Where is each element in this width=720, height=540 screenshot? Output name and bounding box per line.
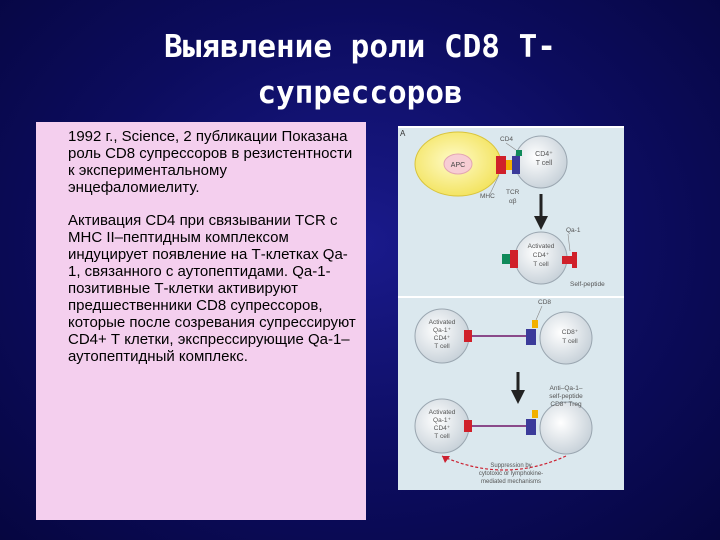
treg-label-2: self-peptide	[549, 393, 583, 400]
paragraph-publication: 1992 г., Science, 2 публикации Показана …	[68, 128, 353, 196]
suppression-label-2: cytotoxic or lymphokine-	[479, 471, 543, 477]
suppression-arrowhead	[442, 456, 450, 463]
tcr-label-1: TCR	[506, 189, 520, 196]
qa1-receptor	[502, 250, 577, 268]
cd8-t-cell	[539, 311, 593, 365]
cd4-label-top: CD4	[500, 136, 513, 143]
activated-cd4-label-3: T cell	[533, 261, 549, 268]
activated-cd4-label-2: CD4⁺	[533, 252, 550, 259]
cd4-t-cell-label-1: CD4⁺	[535, 151, 553, 158]
mhc-tcr-receptor	[496, 150, 522, 174]
aq2-label-3: CD4⁺	[434, 425, 451, 432]
suppression-label-1: Suppression by	[490, 463, 531, 469]
cd8-cell-label-2: T cell	[562, 338, 578, 345]
maturation-arrowhead-b	[511, 390, 525, 404]
qa1-label: Qa-1	[566, 227, 581, 234]
cd8-receptor-2	[464, 410, 538, 435]
panel-a-letter: A	[400, 129, 406, 138]
aq1-label-1: Activated	[429, 319, 456, 326]
treg-label-1: Anti–Qa-1–	[550, 385, 583, 392]
tcr-label-2: αβ	[509, 198, 517, 205]
cd8-cell-label-1: CD8⁺	[562, 329, 579, 336]
aq2-label-4: T cell	[434, 433, 450, 440]
title-line-2: супрессоров	[257, 75, 463, 111]
aq2-label-1: Activated	[429, 409, 456, 416]
cd8-label: CD8	[538, 299, 551, 306]
activation-arrowhead-a	[534, 216, 548, 230]
apc-label: APC	[451, 162, 465, 169]
cd4-t-cell-label-2: T cell	[536, 160, 553, 167]
aq1-label-2: Qa-1⁺	[433, 327, 451, 334]
cd8-receptor-1	[464, 320, 538, 345]
suppression-label-3: mediated mechanisms	[481, 479, 541, 485]
self-peptide-label: Self-peptide	[570, 281, 605, 288]
mhc-label: MHC	[480, 193, 495, 200]
paragraph-mechanism: Активация CD4 при связывании TCR с MHC I…	[68, 212, 356, 365]
aq2-label-2: Qa-1⁺	[433, 417, 451, 424]
title-line-1: Выявление роли CD8 Т-	[164, 29, 556, 65]
slide-title: Выявление роли CD8 Т- супрессоров	[120, 24, 600, 116]
apc-nucleus	[443, 153, 473, 175]
cd8-treg-cell	[539, 401, 593, 455]
treg-label-3: CD8⁺ Treg	[550, 401, 582, 408]
aq1-label-4: T cell	[434, 343, 450, 350]
text-panel: 1992 г., Science, 2 публикации Показана …	[36, 122, 366, 520]
activated-cd4-label-1: Activated	[528, 243, 555, 250]
diagram-svg: A APC CD4⁺ T cell CD4 MHC TCR αβ Activat…	[398, 128, 624, 490]
aq1-label-3: CD4⁺	[434, 335, 451, 342]
diagram-figure: A APC CD4⁺ T cell CD4 MHC TCR αβ Activat…	[398, 126, 624, 490]
